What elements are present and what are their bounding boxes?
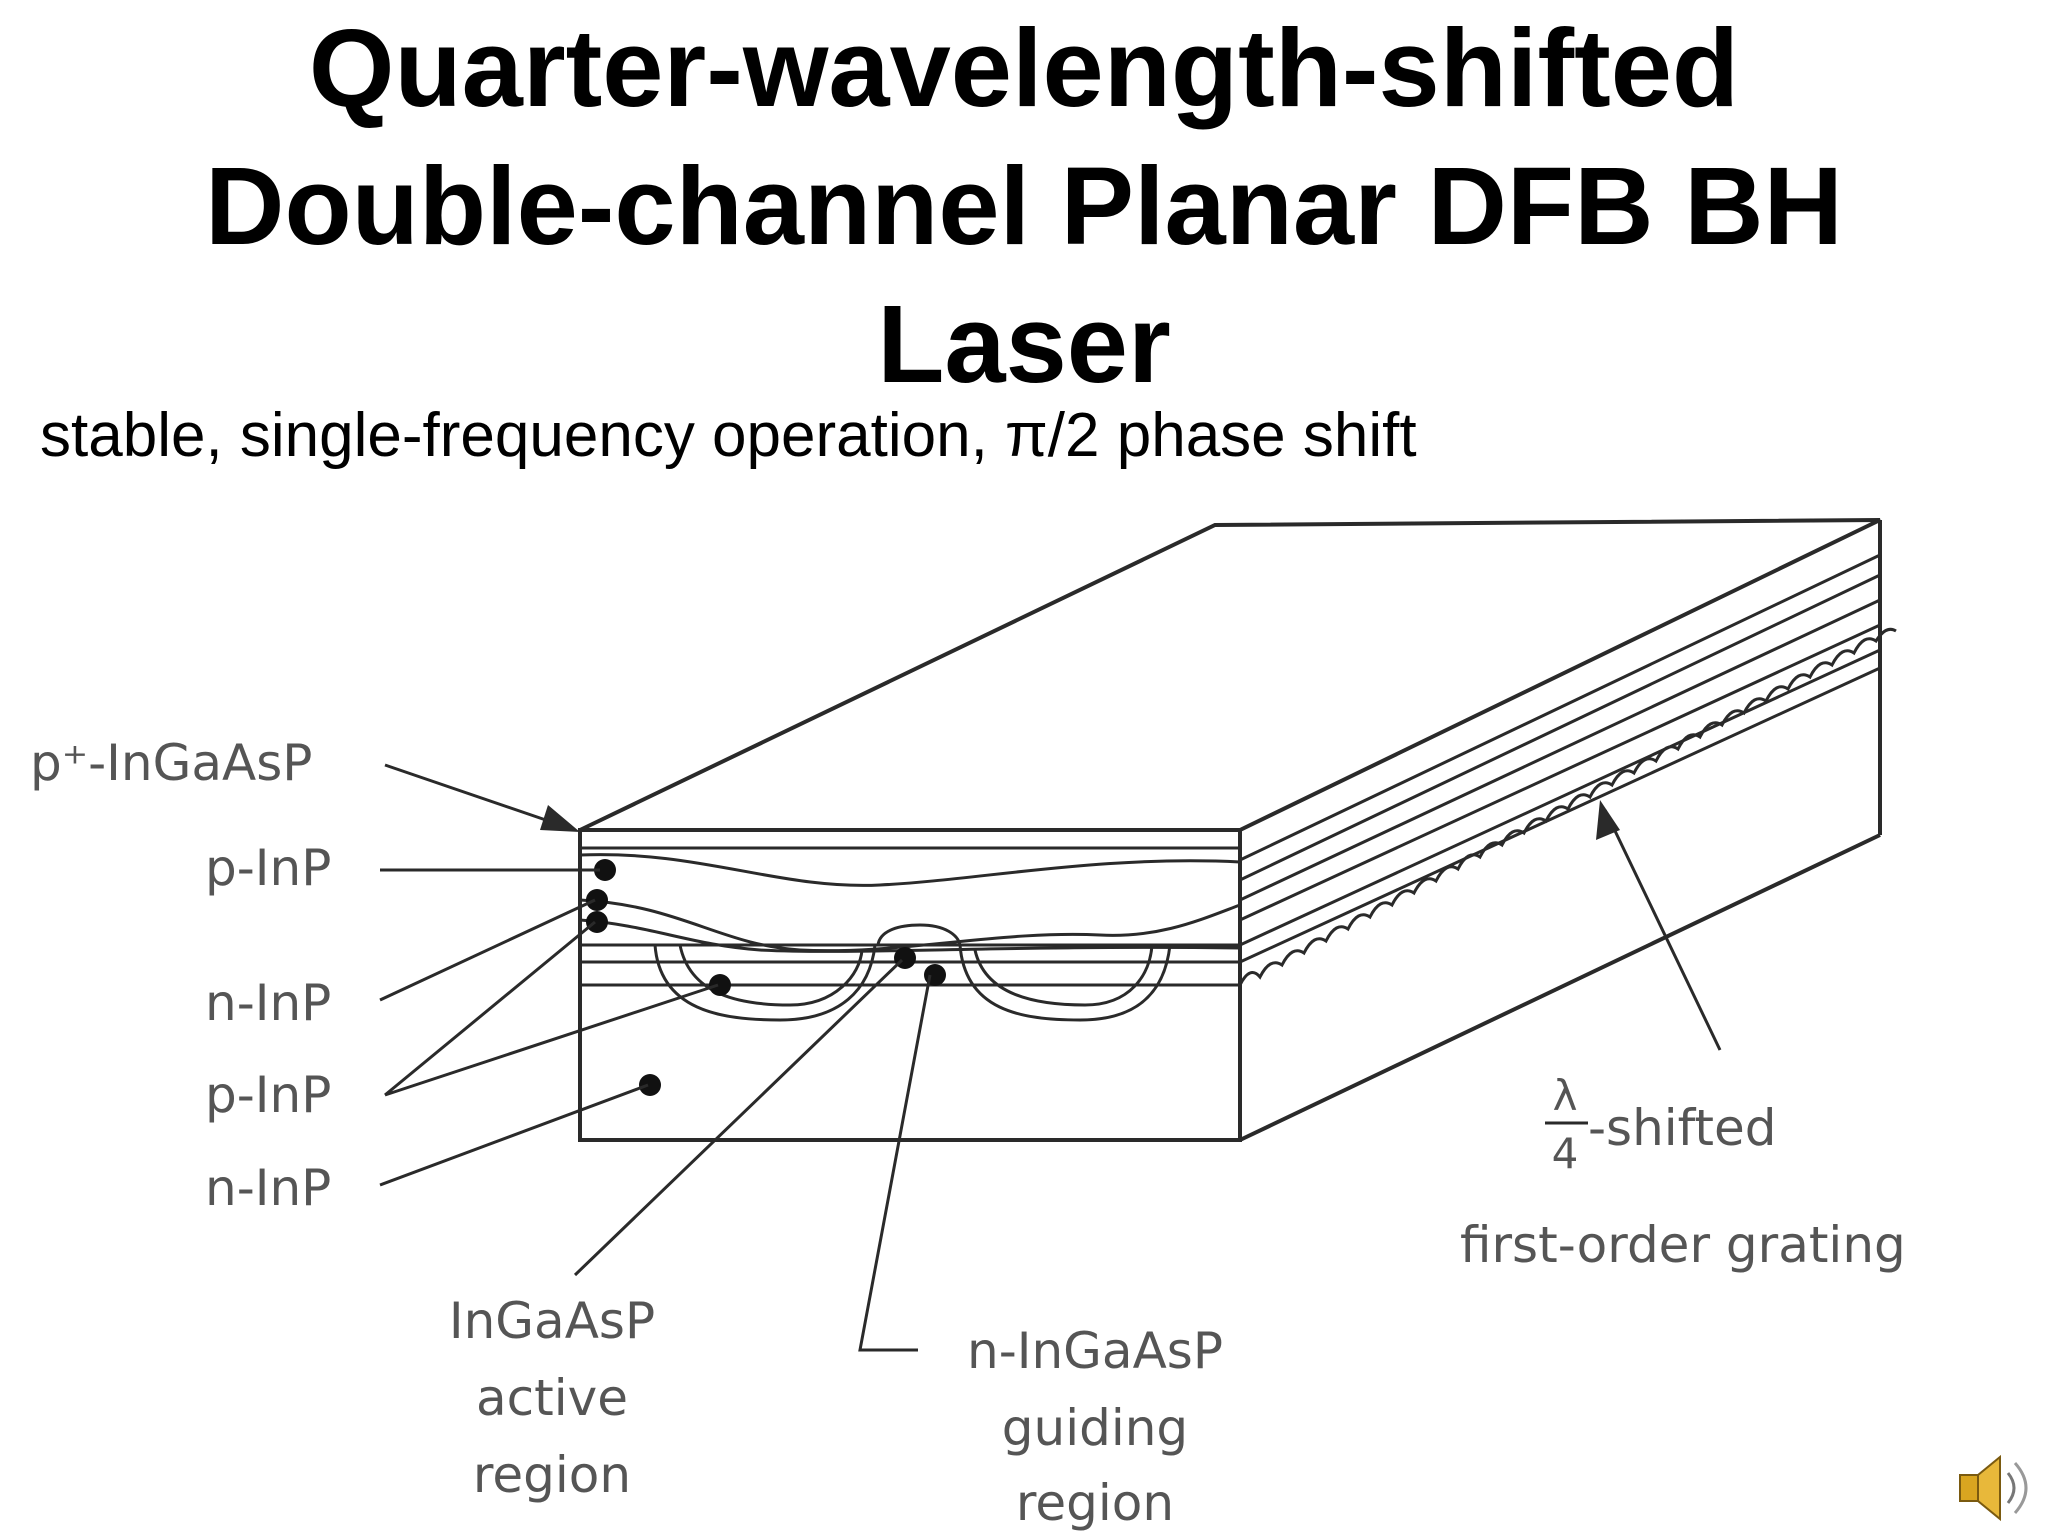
- layer-markers: [586, 859, 946, 1096]
- front-layer-p-inp: [579, 853, 1241, 887]
- marker-n-inp-substrate: [639, 1074, 661, 1096]
- right-bottom-edge: [1239, 833, 1881, 1142]
- subtitle: stable, single-frequency operation, π/2 …: [40, 401, 1417, 470]
- label-n-inp-substrate: n-InP: [205, 1159, 331, 1217]
- label-p-plus-ingaasp: p⁺-InGaAsP: [30, 734, 312, 792]
- top-face: [579, 518, 1881, 832]
- leader-p-inp-a: [384, 920, 596, 1097]
- title-line-3: Laser: [877, 283, 1171, 406]
- side-layer-4: [1239, 623, 1881, 922]
- label-p-inp-2: p-InP: [205, 1066, 331, 1124]
- label-lambda: λ: [1553, 1071, 1578, 1120]
- label-active-line-3: region: [473, 1446, 631, 1504]
- label-shifted: -shifted: [1588, 1099, 1777, 1157]
- marker-p-inp-top: [594, 859, 616, 881]
- side-layer-6: [1239, 666, 1881, 964]
- speaker-icon[interactable]: [1959, 1454, 2028, 1522]
- left-channel-outer: [653, 944, 877, 1022]
- marker-n-inp: [586, 889, 608, 911]
- label-active-line-2: active: [476, 1369, 628, 1427]
- leader-p-inp-b: [384, 983, 719, 1097]
- leader-grating: [1603, 809, 1722, 1051]
- label-active-line-1: InGaAsP: [449, 1292, 655, 1350]
- side-layer-5: [1239, 648, 1881, 947]
- right-channel-inner: [973, 944, 1154, 1007]
- leader-guiding: [858, 974, 932, 1352]
- title-line-2: Double-channel Planar DFB BH: [205, 145, 1843, 268]
- side-layer-1: [1239, 553, 1881, 862]
- title-line-1: Quarter-wavelength-shifted: [308, 7, 1740, 130]
- front-layer-curve-2: [579, 918, 1241, 953]
- grating-wave: [1238, 627, 1897, 986]
- label-guide-line-2: guiding: [1002, 1399, 1188, 1457]
- side-layer-2: [1239, 573, 1881, 882]
- leader-active: [573, 958, 904, 1277]
- leader-p-plus-arrowhead: [540, 805, 580, 832]
- leader-n-inp-sub: [379, 1083, 649, 1187]
- label-p-inp-top: p-InP: [205, 839, 331, 897]
- label-four: 4: [1552, 1129, 1579, 1178]
- label-guide-line-3: region: [1016, 1474, 1174, 1532]
- marker-p-inp-left: [586, 911, 608, 933]
- page-title: Quarter-wavelength-shifted Double-channe…: [0, 0, 2048, 414]
- leader-lines: [379, 763, 1722, 1352]
- active-stripe: [876, 923, 962, 946]
- leader-n-inp: [379, 898, 596, 1002]
- label-grating: first-order grating: [1460, 1216, 1906, 1274]
- marker-p-inp-channel: [709, 974, 731, 996]
- leader-grating-arrowhead: [1596, 800, 1620, 840]
- leader-p-plus: [384, 763, 576, 832]
- side-layer-3: [1239, 598, 1881, 902]
- label-guide-line-1: n-InGaAsP: [967, 1322, 1223, 1380]
- label-n-inp-1: n-InP: [205, 974, 331, 1032]
- right-channel-outer: [958, 944, 1172, 1022]
- laser-body: [578, 518, 1897, 1142]
- left-channel-inner: [678, 944, 864, 1007]
- diagram-labels: p⁺-InGaAsP p-InP n-InP p-InP n-InP InGaA…: [30, 734, 1906, 1532]
